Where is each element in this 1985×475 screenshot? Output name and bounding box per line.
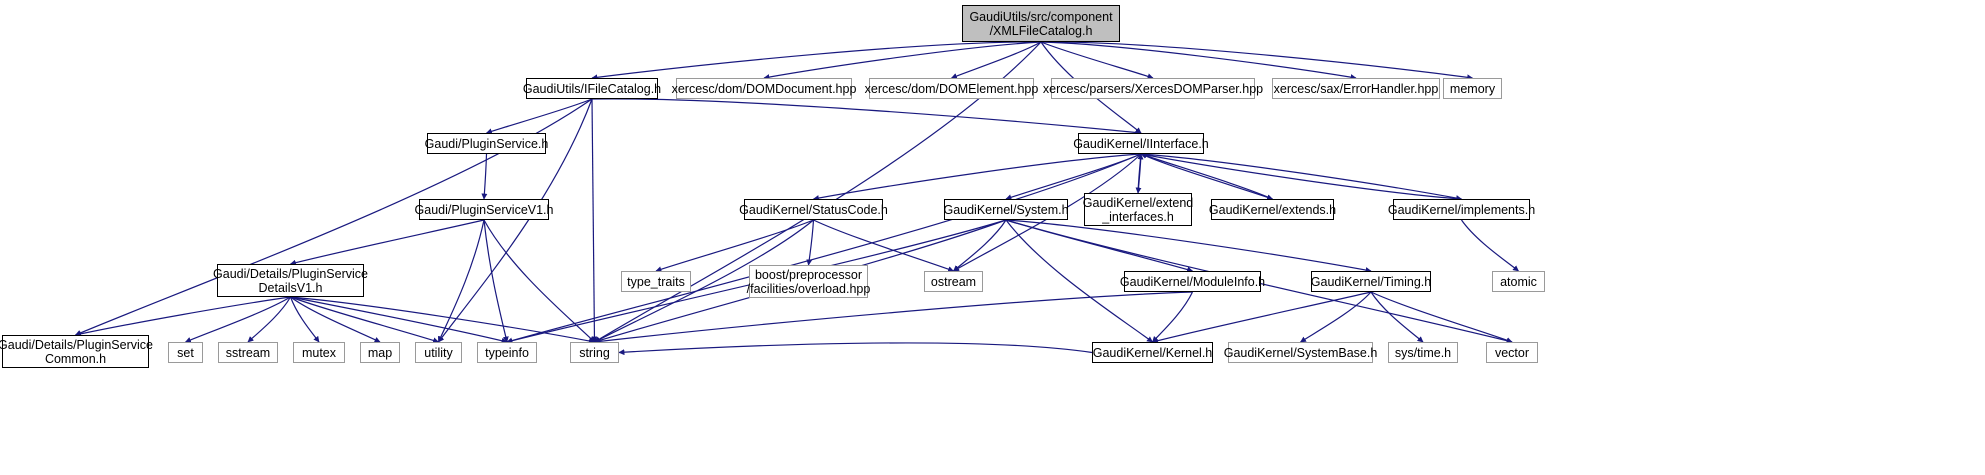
graph-edge-root-to-errhandler xyxy=(1040,41,1357,81)
graph-node-atomic[interactable]: atomic xyxy=(1492,271,1545,292)
graph-edge-extendif-to-iinterface xyxy=(1137,153,1144,194)
graph-edge-kernel-to-string xyxy=(618,342,1093,356)
graph-node-mutex[interactable]: mutex xyxy=(293,342,345,363)
graph-edge-detailsv1-to-utility xyxy=(290,296,440,344)
graph-edge-pluginsvc-to-pluginsvcv1 xyxy=(481,153,488,200)
graph-edge-extends-to-iinterface xyxy=(1140,152,1273,200)
graph-edge-detailsv1-to-sstream xyxy=(247,296,292,343)
graph-edge-pluginsvcv1-to-typeinfo xyxy=(483,219,509,343)
graph-edge-implements-to-atomic xyxy=(1461,219,1519,272)
graph-node-set[interactable]: set xyxy=(168,342,203,363)
graph-edge-iinterface-to-extends xyxy=(1140,153,1274,201)
graph-edge-ifilecat-to-iinterface xyxy=(591,98,1142,136)
graph-edge-timing-to-systime xyxy=(1370,291,1424,343)
graph-edge-moduleinfo-to-kernel xyxy=(1152,291,1194,343)
graph-node-sysbase[interactable]: GaudiKernel/SystemBase.h xyxy=(1224,342,1377,363)
graph-edge-timing-to-kernel xyxy=(1151,291,1372,344)
graph-node-boostpre[interactable]: boost/preprocessor /facilities/overload.… xyxy=(747,265,870,298)
graph-node-root[interactable]: GaudiUtils/src/component /XMLFileCatalog… xyxy=(962,5,1120,42)
graph-edge-ifilecat-to-pluginsvc xyxy=(485,98,593,135)
graph-edge-system-to-kernel xyxy=(1005,219,1153,343)
graph-node-typeinfo[interactable]: typeinfo xyxy=(477,342,537,363)
graph-node-detailscom[interactable]: Gaudi/Details/PluginService Common.h xyxy=(0,335,153,368)
graph-edge-ifilecat-to-utility xyxy=(438,98,593,343)
graph-edge-detailsv1-to-set xyxy=(184,296,291,343)
graph-edge-implements-to-iinterface xyxy=(1140,152,1462,200)
graph-node-typetraits[interactable]: type_traits xyxy=(621,271,691,292)
graph-edge-root-to-ifilecat xyxy=(591,41,1042,81)
graph-node-ifilecat[interactable]: GaudiUtils/IFileCatalog.h xyxy=(523,78,661,99)
graph-node-systime[interactable]: sys/time.h xyxy=(1388,342,1458,363)
graph-edge-detailsv1-to-mutex xyxy=(289,296,320,343)
graph-node-utility[interactable]: utility xyxy=(415,342,462,363)
graph-node-detailsv1[interactable]: Gaudi/Details/PluginService DetailsV1.h xyxy=(213,264,368,297)
graph-edge-iinterface-to-implements xyxy=(1140,153,1463,201)
graph-edge-timing-to-sysbase xyxy=(1299,291,1372,343)
graph-edge-moduleinfo-to-string xyxy=(593,291,1193,345)
graph-edge-iinterface-to-typeinfo xyxy=(506,153,1142,344)
graph-edge-timing-to-vector xyxy=(1370,291,1513,344)
graph-node-map[interactable]: map xyxy=(360,342,400,363)
graph-edge-root-to-memory xyxy=(1040,41,1474,81)
graph-edge-statuscode-to-string xyxy=(593,219,814,343)
graph-edge-pluginsvcv1-to-utility xyxy=(437,219,485,343)
graph-node-timing[interactable]: GaudiKernel/Timing.h xyxy=(1311,271,1431,292)
graph-edge-pluginsvcv1-to-string xyxy=(483,219,595,343)
graph-edge-statuscode-to-typetraits xyxy=(655,219,814,273)
graph-node-statuscode[interactable]: GaudiKernel/StatusCode.h xyxy=(739,199,888,220)
graph-node-string[interactable]: string xyxy=(570,342,619,363)
graph-edge-root-to-xercesparse xyxy=(1040,41,1154,80)
graph-node-ostream[interactable]: ostream xyxy=(924,271,983,292)
graph-node-memory[interactable]: memory xyxy=(1443,78,1502,99)
graph-node-kernel[interactable]: GaudiKernel/Kernel.h xyxy=(1092,342,1213,363)
graph-edge-ifilecat-to-string xyxy=(591,98,598,343)
graph-edge-root-to-domdoc xyxy=(763,41,1042,81)
graph-edge-pluginsvcv1-to-detailsv1 xyxy=(289,219,485,266)
graph-node-extends[interactable]: GaudiKernel/extends.h xyxy=(1209,199,1336,220)
graph-edge-detailsv1-to-detailscom xyxy=(74,296,291,337)
graph-node-xercesparse[interactable]: xercesc/parsers/XercesDOMParser.hpp xyxy=(1043,78,1263,99)
graph-edge-detailsv1-to-string xyxy=(290,296,596,344)
graph-node-domelem[interactable]: xercesc/dom/DOMElement.hpp xyxy=(865,78,1038,99)
graph-edge-root-to-domelem xyxy=(950,41,1042,79)
graph-edge-detailsv1-to-map xyxy=(290,296,381,343)
graph-edge-detailsv1-to-typeinfo xyxy=(290,296,508,344)
graph-node-iinterface[interactable]: GaudiKernel/IInterface.h xyxy=(1073,133,1209,154)
graph-node-errhandler[interactable]: xercesc/sax/ErrorHandler.hpp xyxy=(1272,78,1440,99)
graph-edge-system-to-ostream xyxy=(953,219,1007,272)
graph-node-sstream[interactable]: sstream xyxy=(218,342,278,363)
graph-node-extendif[interactable]: GaudiKernel/extend _interfaces.h xyxy=(1083,193,1193,226)
graph-node-moduleinfo[interactable]: GaudiKernel/ModuleInfo.h xyxy=(1120,271,1265,292)
graph-node-domdoc[interactable]: xercesc/dom/DOMDocument.hpp xyxy=(672,78,856,99)
graph-node-vector[interactable]: vector xyxy=(1486,342,1538,363)
graph-edge-iinterface-to-statuscode xyxy=(812,153,1142,201)
graph-edge-statuscode-to-ostream xyxy=(813,219,955,272)
graph-node-pluginsvc[interactable]: Gaudi/PluginService.h xyxy=(425,133,548,154)
graph-edge-statuscode-to-boostpre xyxy=(806,219,815,266)
graph-edge-system-to-timing xyxy=(1005,219,1372,273)
graph-node-system[interactable]: GaudiKernel/System.h xyxy=(943,199,1069,220)
graph-node-implements[interactable]: GaudiKernel/implements.h xyxy=(1388,199,1535,220)
graph-node-pluginsvcv1[interactable]: Gaudi/PluginServiceV1.h xyxy=(415,199,554,220)
